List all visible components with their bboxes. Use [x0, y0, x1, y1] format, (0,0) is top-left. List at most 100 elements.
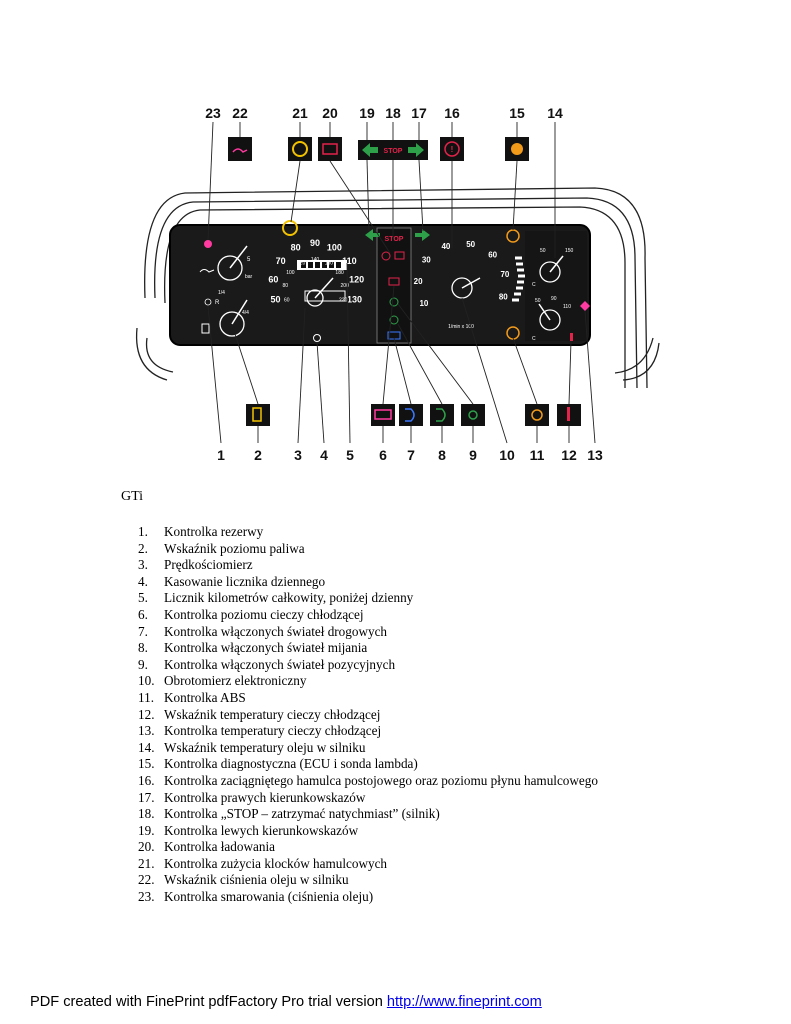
legend-number: 5. — [138, 590, 148, 606]
callout-number: 18 — [385, 105, 401, 121]
legend-number: 23. — [138, 889, 155, 905]
left-indicator-light — [365, 229, 380, 241]
legend-text: Kontrolka włączonych świateł drogowych — [164, 623, 388, 639]
stop-indicator-box — [358, 140, 428, 160]
speedo-mph-label: 80 — [283, 283, 289, 289]
tacho-tick-label: 50 — [466, 240, 475, 249]
brake-pad-light — [282, 220, 298, 236]
position-lights-icon — [461, 404, 485, 426]
legend-text: Kontrolka rezerwy — [164, 524, 264, 539]
footer-link[interactable]: http://www.fineprint.com — [386, 994, 542, 1010]
speedo-mph-label: 100 — [286, 270, 295, 276]
svg-text:1/4: 1/4 — [218, 290, 225, 296]
callout-number: 6 — [379, 447, 387, 463]
legend-number: 19. — [138, 822, 155, 838]
warning-strip: STOP — [376, 227, 412, 344]
callout-number: 2 — [254, 447, 262, 463]
legend-item: 1.Kontrolka rezerwy — [138, 524, 598, 541]
svg-text:C: C — [532, 336, 536, 342]
callout-number: 23 — [205, 105, 221, 121]
legend-text: Wskaźnik poziomu paliwa — [164, 540, 305, 556]
speedo-tick-label: 130 — [347, 294, 362, 304]
svg-text:50: 50 — [535, 298, 541, 304]
dashboard-housing — [135, 187, 660, 389]
svg-text:110: 110 — [563, 304, 571, 310]
callout-number: 4 — [320, 447, 328, 463]
legend-text: Kontrolka zużycia klocków hamulcowych — [164, 855, 388, 871]
legend-item: 21.Kontrolka zużycia klocków hamulcowych — [138, 856, 598, 873]
legend-item: 12. Wskaźnik temperatury cieczy chłodzące… — [138, 707, 598, 724]
legend-number: 4. — [138, 573, 148, 589]
svg-text:R: R — [215, 300, 220, 306]
legend-number: 18. — [138, 806, 155, 822]
callout-number: 7 — [407, 447, 415, 463]
legend-number: 2. — [138, 540, 148, 556]
legend-item: 5.Licznik kilometrów całkowity, poniżej … — [138, 590, 598, 607]
speedo-tick-label: 120 — [349, 275, 364, 285]
speedo-mph-label: 220 — [339, 297, 348, 303]
legend-text: Kontrolka ABS — [164, 689, 246, 705]
svg-text:STOP: STOP — [384, 148, 403, 155]
right-indicator-light — [415, 229, 430, 241]
tacho-tick-label: 60 — [488, 250, 497, 259]
oil-warning-light — [204, 240, 212, 248]
fuel-reserve-light — [204, 298, 212, 306]
speedo-mph-label: 160 — [325, 260, 334, 266]
high-beam-icon — [399, 404, 423, 426]
speedo-mph-label: 120 — [297, 260, 306, 266]
callout-number: 16 — [444, 105, 460, 121]
legend-number: 15. — [138, 756, 155, 772]
speedo-mph-label: 180 — [335, 270, 344, 276]
legend-item: 9.Kontrolka włączonych świateł pozycyjny… — [138, 657, 598, 674]
leader-lines — [207, 121, 556, 258]
speedo-tick-label: 70 — [276, 256, 286, 266]
legend-item: 7.Kontrolka włączonych świateł drogowych — [138, 624, 598, 641]
speedo-tick-label: 110 — [342, 256, 357, 266]
legend-number: 13. — [138, 723, 155, 739]
svg-text:5: 5 — [247, 257, 251, 263]
legend-text: Kontrolka „STOP – zatrzymać natychmiast”… — [164, 806, 440, 822]
speedo-mph-label: 140 — [311, 257, 320, 263]
pdf-footer: PDF created with FinePrint pdfFactory Pr… — [30, 994, 542, 1010]
tacho-tick-label: 40 — [441, 242, 450, 251]
legend-item: 17.Kontrolka prawych kierunkowskazów — [138, 790, 598, 807]
battery-icon — [318, 137, 342, 161]
legend-item: 8.Kontrolka włączonych świateł mijania — [138, 640, 598, 657]
legend-item: 10.Obrotomierz elektroniczny — [138, 673, 598, 690]
legend-number: 12. — [138, 706, 155, 722]
legend-item: 14.Wskaźnik temperatury oleju w silniku — [138, 740, 598, 757]
oil-pressure-gauge: 5 bar — [199, 245, 253, 281]
svg-text:bar: bar — [245, 274, 253, 280]
abs-icon — [525, 404, 549, 426]
svg-text:4/4: 4/4 — [242, 310, 249, 316]
legend-text: Kontrolka smarowania (ciśnienia oleju) — [164, 889, 374, 905]
callout-number: 5 — [346, 447, 354, 463]
legend-text: Prędkościomierz — [164, 557, 253, 573]
legend-item: 19. Kontrolka lewych kierunkowskazów — [138, 823, 598, 840]
legend-text: Kontrolka poziomu cieczy chłodzącej — [164, 606, 364, 622]
legend-number: 17. — [138, 789, 155, 805]
callout-number: 9 — [469, 447, 477, 463]
callout-number: 11 — [530, 447, 545, 463]
low-beam-icon — [430, 404, 454, 426]
speedo-tick-label: 60 — [268, 275, 278, 285]
svg-text:C: C — [532, 282, 536, 288]
brake-wear-icon — [288, 137, 312, 161]
tacho-tick-label: 70 — [500, 270, 509, 279]
legend-text: Wskaźnik temperatury cieczy chłodzącej — [164, 706, 381, 722]
legend-number: 11. — [138, 689, 154, 705]
legend-number: 3. — [138, 557, 148, 573]
callout-number: 22 — [232, 105, 248, 121]
bottom-warning-icons — [246, 404, 581, 426]
legend-item: 3. Prędkościomierz — [138, 557, 598, 574]
handbrake-icon — [440, 137, 464, 161]
legend-item: 11. Kontrolka ABS — [138, 690, 598, 707]
svg-text:50: 50 — [540, 248, 546, 254]
legend-text: Kasowanie licznika dziennego — [164, 573, 326, 589]
callout-number: 1 — [217, 447, 225, 463]
oil-temp-gauge: 50 150 C — [525, 231, 587, 341]
legend-text: Kontrolka lewych kierunkowskazów — [164, 822, 359, 838]
